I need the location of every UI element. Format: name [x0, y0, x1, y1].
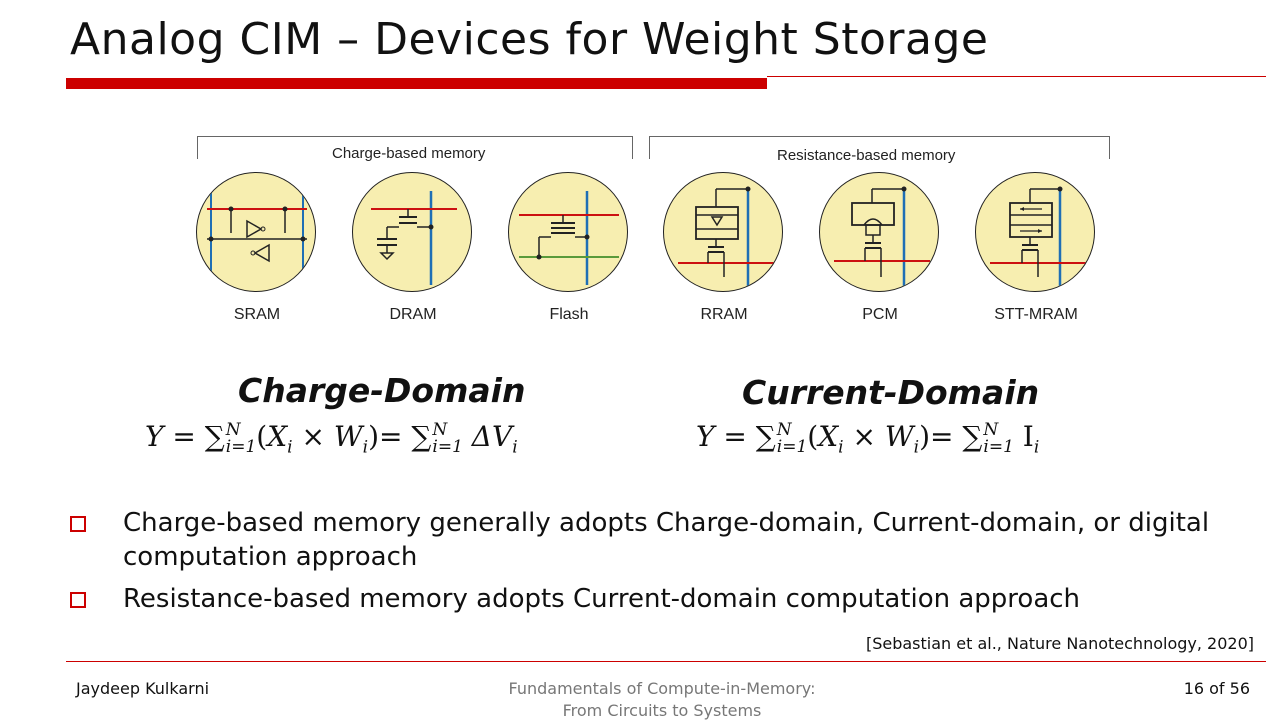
device-label-dram: DRAM — [389, 306, 437, 323]
footer-course-line2: From Circuits to Systems — [562, 701, 762, 720]
footer-course-line1: Fundamentals of Compute-in-Memory: — [508, 679, 816, 698]
bullet-square-icon — [70, 592, 86, 608]
charge-group-label: Charge-based memory — [328, 145, 490, 162]
current-domain-title: Current-Domain — [742, 373, 1040, 412]
device-label-flash: Flash — [549, 306, 589, 323]
bullet-text: Charge-based memory generally adopts Cha… — [123, 508, 1210, 572]
device-label-rram: RRAM — [700, 306, 748, 323]
title-underline-thick — [66, 78, 767, 89]
sram-circuit-icon — [196, 172, 316, 292]
device-flash: Flash — [508, 172, 630, 324]
pcm-circuit-icon — [819, 172, 939, 292]
charge-group-bracket — [197, 136, 633, 159]
device-label-stt-mram: STT-MRAM — [994, 306, 1078, 323]
bullet-square-icon — [70, 516, 86, 532]
footer-divider — [66, 661, 1266, 662]
rram-circuit-icon — [663, 172, 783, 292]
footer-author: Jaydeep Kulkarni — [76, 679, 210, 698]
footer-course-title: Fundamentals of Compute-in-Memory: From … — [440, 678, 884, 722]
slide-title: Analog CIM – Devices for Weight Storage — [70, 14, 989, 65]
page-number: 16 of 56 — [1183, 679, 1250, 698]
device-label-pcm: PCM — [862, 306, 898, 323]
resistance-group-bracket — [649, 136, 1110, 159]
citation: [Sebastian et al., Nature Nanotechnology… — [865, 634, 1254, 653]
charge-domain-title: Charge-Domain — [238, 371, 526, 410]
device-rram: RRAM — [663, 172, 785, 324]
device-dram: DRAM — [352, 172, 474, 324]
bullet-text: Resistance-based memory adopts Current-d… — [123, 584, 1081, 614]
device-label-sram: SRAM — [233, 306, 281, 323]
device-stt-mram: STT-MRAM — [975, 172, 1097, 324]
device-pcm: PCM — [819, 172, 941, 324]
flash-circuit-icon — [508, 172, 628, 292]
stt-mram-circuit-icon — [975, 172, 1095, 292]
resistance-group-label: Resistance-based memory — [773, 147, 960, 164]
device-sram: SRAM — [196, 172, 318, 324]
dram-circuit-icon — [352, 172, 472, 292]
title-underline-thin — [767, 76, 1266, 77]
